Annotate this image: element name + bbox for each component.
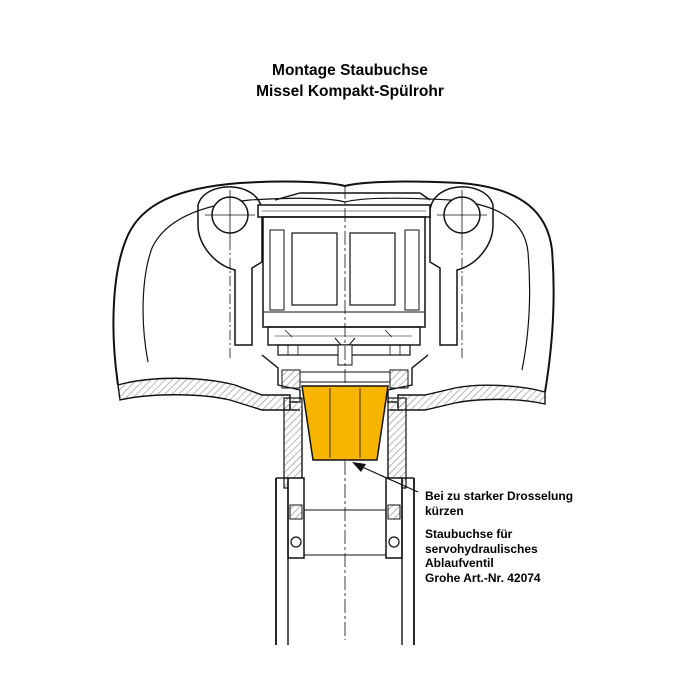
leader-arrow: [352, 462, 419, 493]
part-note-line-2: servohydraulisches: [425, 541, 538, 556]
upper-flush-pipe: [283, 397, 407, 489]
shorten-note: Bei zu starker Drosselung kürzen: [425, 489, 573, 518]
part-note-line-4: Grohe Art.-Nr. 42074: [425, 570, 541, 585]
part-note-line-3: Ablaufventil: [425, 556, 494, 570]
floor-section-right: [397, 384, 546, 411]
title-line-1: Montage Staubuchse: [272, 62, 428, 79]
tank-inner-housing: [142, 197, 531, 371]
part-note-line-1: Staubuchse für: [425, 527, 513, 541]
top-rib: [274, 192, 431, 201]
shorten-note-line-1: Bei zu starker Drosselung: [425, 489, 574, 503]
shorten-note-line-2: kürzen: [425, 503, 464, 518]
choke-bushing: [301, 385, 389, 461]
title-line-2: Missel Kompakt-Spülrohr: [256, 83, 444, 100]
part-note: Staubuchse für servohydraulisches Ablauf…: [425, 527, 541, 585]
valve-cage: [257, 204, 431, 366]
floor-section-left: [117, 377, 291, 411]
left-mounting-boss: [197, 186, 263, 360]
diagram-title: Montage Staubuchse Missel Kompakt-Spülro…: [0, 60, 700, 102]
right-mounting-boss: [429, 186, 494, 360]
lower-flush-pipe: [275, 477, 415, 645]
